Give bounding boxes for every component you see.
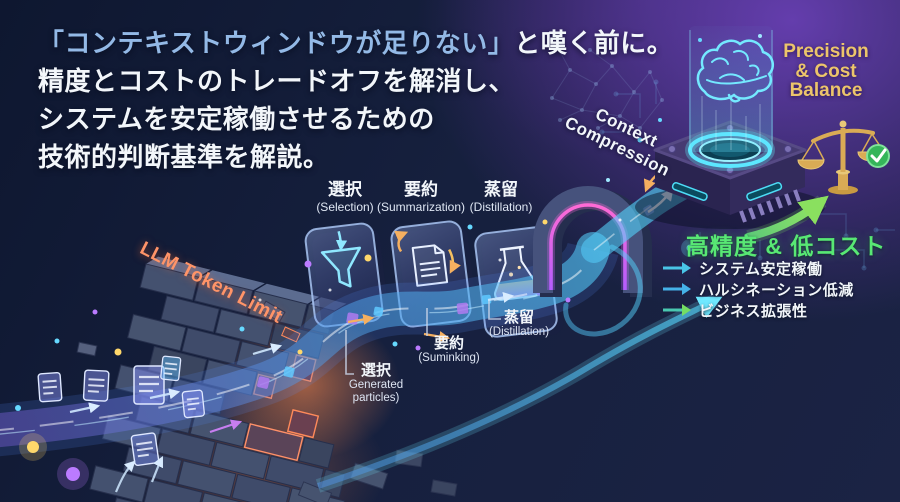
headline-line-1: 「コンテキストウィンドウが足りない」と嘆く前に。	[38, 24, 673, 62]
headline-line-2: 精度とコストのトレードオフを解消し、	[38, 66, 516, 96]
headline: 「コンテキストウィンドウが足りない」と嘆く前に。 精度とコストのトレードオフを解…	[38, 24, 673, 176]
funnel-icon	[320, 231, 362, 288]
arrow-icon	[663, 283, 691, 295]
network-pattern	[550, 46, 664, 130]
down-arrow	[448, 249, 461, 274]
callout-summarization: 要約 (Suminking)	[418, 335, 480, 364]
step-label-selection: 選択 (Selection)	[316, 180, 374, 214]
headline-rest: と嘆く前に。	[514, 28, 674, 58]
arrow-icon	[663, 262, 691, 274]
benefit-item: システム安定稼働	[662, 258, 854, 278]
brain-icon	[696, 39, 775, 103]
motion-arrows	[69, 292, 515, 493]
sparkle-dots	[15, 34, 762, 490]
growth-arrow	[744, 195, 829, 244]
debris-bricks	[76, 300, 458, 502]
step-label-distillation: 蒸留 (Distillation)	[469, 180, 533, 214]
callout-distillation: 蒸留 (Distillation)	[488, 309, 550, 338]
balance-scale-icon	[797, 120, 890, 195]
callout-selection: 選択 Generated particles)	[348, 362, 404, 404]
headline-line-4: 技術的判断基準を解説。	[38, 142, 330, 172]
flow-curl	[563, 244, 643, 337]
benefit-list: システム安定稼働 ハルシネーション低減 ビジネス拡張性	[662, 258, 854, 321]
ai-chip	[635, 26, 825, 229]
document-icon	[411, 244, 449, 287]
curl-arrow	[394, 230, 409, 253]
circuit-traces	[599, 79, 895, 271]
hologram-column	[689, 26, 773, 152]
headline-line-3: システムを安定稼働させるための	[38, 104, 435, 134]
precision-cost-title: Precision & Cost Balance	[783, 41, 869, 101]
main-flow-arrow	[315, 293, 723, 493]
headline-highlight: 「コンテキストウィンドウが足りない」	[38, 28, 515, 58]
step-label-summarization: 要約 (Summarization)	[376, 180, 466, 214]
benefit-title: 高精度 & 低コスト	[686, 233, 887, 259]
check-icon	[866, 144, 890, 168]
benefit-item: ビジネス拡張性	[662, 300, 854, 320]
arrow-icon	[663, 304, 691, 316]
benefit-item: ハルシネーション低減	[662, 279, 854, 299]
callout-connectors	[345, 301, 501, 375]
document-stream	[37, 355, 205, 467]
